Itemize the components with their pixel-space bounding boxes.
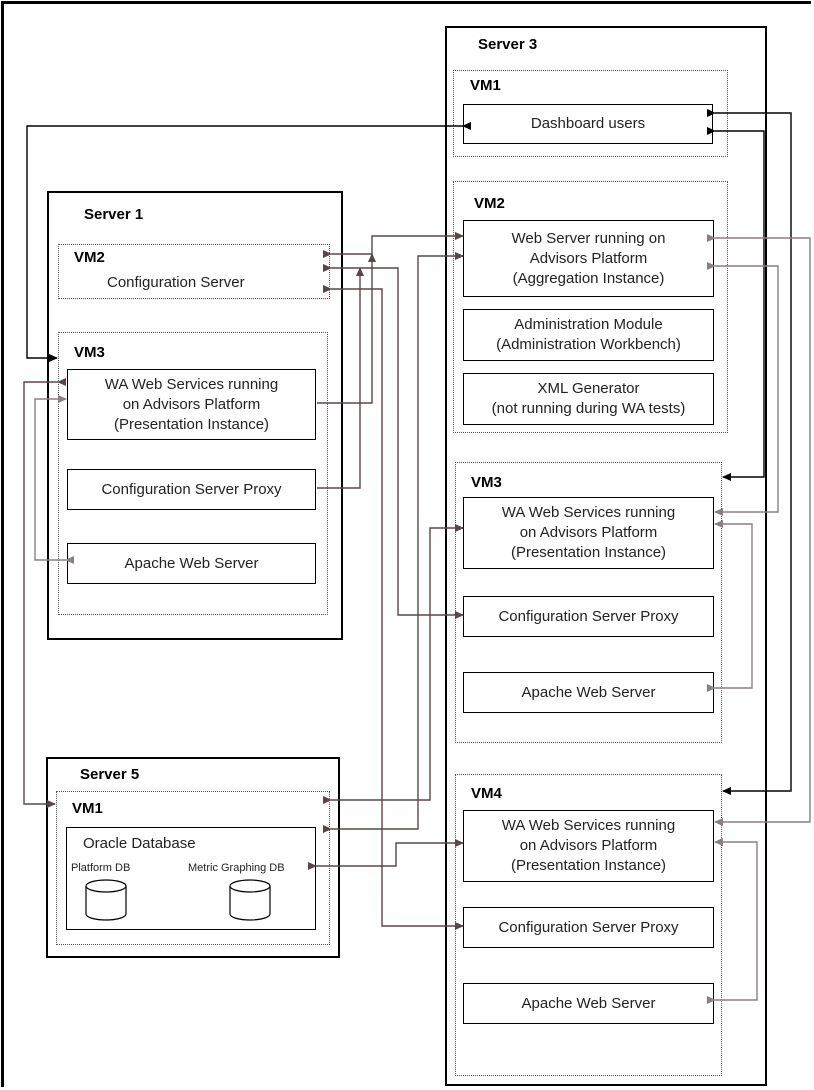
link-config-server-to-s3-vm4-proxy — [323, 285, 464, 930]
s1-vm3-config-proxy-label: Configuration Server Proxy — [101, 480, 282, 498]
s3-vm3-wa-services-line-1: WA Web Services running — [501, 504, 676, 521]
server-3-vm1-title: VM1 — [470, 77, 501, 94]
link-config-server-to-s3-vm3-proxy — [323, 264, 464, 619]
s3-vm4-apache-label: Apache Web Server — [521, 994, 656, 1012]
server-3-title: Server 3 — [478, 36, 538, 53]
link-s1-vm3-to-s5-vm1 — [23, 378, 66, 808]
oracle-database-label: Oracle Database — [83, 835, 196, 852]
xml-generator-box: XML Generator (not running during WA tes… — [463, 373, 714, 425]
s1-vm3-apache-box: Apache Web Server — [67, 543, 316, 584]
s3-vm3-wa-services-line-3: (Presentation Instance) — [510, 544, 667, 561]
s1-vm3-wa-services-box: WA Web Services running on Advisors Plat… — [67, 369, 316, 440]
link-s3-vm4-apache-to-wa — [707, 838, 758, 1004]
s3-vm4-wa-services-box: WA Web Services running on Advisors Plat… — [463, 810, 714, 882]
link-aggregation-to-s3-vm3-wa — [707, 262, 779, 516]
link-dashboard-to-s3-vm4 — [707, 109, 792, 795]
server-3-vm4-title: VM4 — [471, 785, 502, 802]
aggregation-web-server-line-1: Web Server running on — [511, 229, 666, 247]
link-config-server-to-aggregation — [323, 232, 464, 258]
server-5-vm1-title: VM1 — [72, 800, 103, 817]
metric-graphing-db-icon — [229, 879, 271, 921]
s3-vm3-apache-box: Apache Web Server — [463, 672, 714, 713]
metric-graphing-db-label: Metric Graphing DB — [188, 862, 285, 874]
server-5-title: Server 5 — [80, 766, 140, 783]
s3-vm4-config-proxy-label: Configuration Server Proxy — [498, 918, 679, 936]
s3-vm3-apache-label: Apache Web Server — [521, 683, 656, 701]
s3-vm3-wa-services-line-2: on Advisors Platform — [519, 524, 658, 541]
server-3-vm2-title: VM2 — [474, 195, 505, 212]
link-config-server-to-s1-proxy — [317, 267, 364, 489]
s3-vm4-apache-box: Apache Web Server — [463, 983, 714, 1024]
administration-module-line-2: (Administration Workbench) — [496, 336, 681, 353]
administration-module-line-1: Administration Module — [514, 316, 663, 333]
aggregation-web-server-line-3: (Aggregation Instance) — [512, 269, 665, 287]
link-db-to-s3-vm4-wa — [308, 839, 464, 870]
link-s3-vm3-apache-to-wa — [707, 520, 753, 692]
link-aggregation-to-s1-wa — [317, 253, 376, 404]
dashboard-users-label: Dashboard users — [530, 115, 646, 132]
s3-vm4-wa-services-line-1: WA Web Services running — [501, 817, 676, 834]
aggregation-web-server-line-2: Advisors Platform — [529, 249, 648, 267]
link-db-to-aggregation — [323, 252, 464, 833]
s1-vm3-apache-label: Apache Web Server — [124, 554, 259, 572]
link-dashboard-to-s1-vm3 — [26, 122, 471, 362]
link-aggregation-to-s3-vm4-wa — [707, 234, 811, 826]
platform-db-label: Platform DB — [71, 862, 131, 874]
xml-generator-line-2: (not running during WA tests) — [491, 400, 686, 417]
link-db-to-s3-vm3-wa — [323, 524, 464, 804]
xml-generator-line-1: XML Generator — [537, 380, 640, 397]
administration-module-box: Administration Module (Administration Wo… — [463, 309, 714, 361]
platform-db-icon — [85, 879, 127, 921]
s3-vm4-wa-services-line-2: on Advisors Platform — [519, 837, 658, 854]
s1-vm3-wa-services-line-2: on Advisors Platform — [122, 395, 261, 413]
s3-vm4-wa-services-line-3: (Presentation Instance) — [510, 857, 667, 874]
s3-vm3-config-proxy-label: Configuration Server Proxy — [498, 607, 679, 625]
server-3-vm3-title: VM3 — [471, 474, 502, 491]
link-s1-apache-to-wa — [34, 395, 74, 564]
s1-vm3-wa-services-line-3: (Presentation Instance) — [113, 415, 270, 433]
link-dashboard-to-s3-vm3 — [707, 127, 765, 481]
s1-vm3-wa-services-line-1: WA Web Services running — [104, 375, 279, 393]
s3-vm3-config-proxy-box: Configuration Server Proxy — [463, 596, 714, 637]
